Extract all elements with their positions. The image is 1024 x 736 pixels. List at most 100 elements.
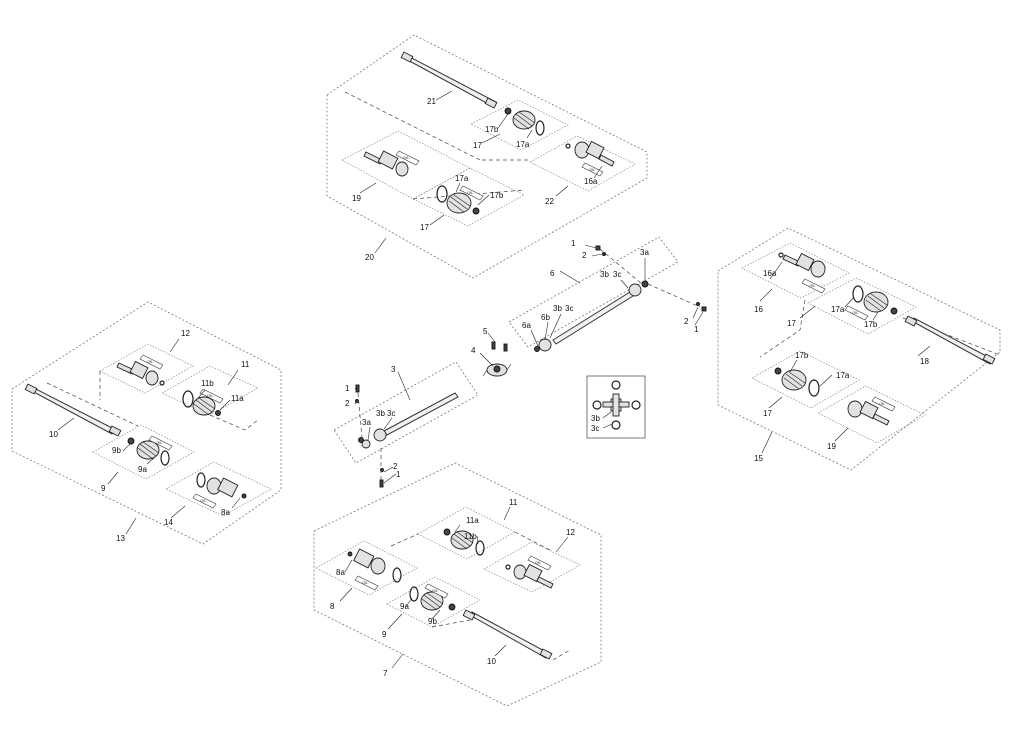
oil-tag: OIL: [432, 588, 439, 593]
group-13-front-left-axle-assembly: OIL OIL OIL OIL: [11, 301, 282, 545]
label-11: 11: [241, 360, 250, 369]
label-2: 2: [582, 251, 587, 260]
legend-label-3b: 3b: [591, 414, 600, 423]
label-2: 2: [684, 317, 689, 326]
label-2: 2: [393, 462, 398, 471]
label-16a: 16a: [763, 269, 777, 278]
oil-tag: OIL: [809, 283, 816, 288]
label-17: 17: [787, 319, 796, 328]
label-3b: 3b: [376, 409, 385, 418]
group-15-front-right-axle-assembly: OIL OIL OIL: [717, 227, 1001, 471]
legend-label-3c: 3c: [591, 424, 599, 433]
label-7: 7: [383, 669, 388, 678]
bolt-washer-right: [647, 283, 707, 312]
label-19: 19: [352, 194, 361, 203]
label-3: 3: [391, 365, 396, 374]
boot-kit-17-right-upper: OIL: [844, 285, 898, 321]
label-17b: 17b: [485, 125, 499, 134]
label-17: 17: [420, 223, 429, 232]
axle-shaft-21: [400, 51, 498, 109]
label-9: 9: [382, 630, 387, 639]
label-6a: 6a: [522, 321, 531, 330]
label-3c: 3c: [387, 409, 395, 418]
group-20-rear-axle-assembly: OIL OIL OIL: [326, 34, 648, 279]
cv-joint-12-left: OIL: [116, 354, 165, 386]
label-8a: 8a: [336, 568, 345, 577]
label-19: 19: [827, 442, 836, 451]
bolts-5: [491, 341, 508, 352]
label-17: 17: [473, 141, 482, 150]
cv-joint-19-upper: OIL: [363, 150, 420, 177]
label-11: 11: [509, 498, 518, 507]
rear-propeller-shaft-3: [358, 392, 459, 449]
label-3a: 3a: [640, 248, 649, 257]
label-1: 1: [345, 384, 350, 393]
label-9a: 9a: [400, 602, 409, 611]
boot-kit-11-bottom: [443, 528, 485, 556]
label-4: 4: [471, 346, 476, 355]
label-22: 22: [545, 197, 554, 206]
boot-kit-11-left: OIL: [182, 388, 224, 416]
label-16: 16: [754, 305, 763, 314]
cv-joint-14-left: OIL: [192, 472, 247, 509]
center-bearing-4: [482, 363, 512, 377]
label-8: 8: [330, 602, 335, 611]
bolt-washer-left: [355, 384, 363, 439]
front-propeller-shaft-6: [534, 280, 649, 352]
boot-kit-17-lower: OIL: [436, 185, 484, 215]
label-17a: 17a: [516, 140, 530, 149]
group-7-front-left-axle-assembly-bottom: OIL OIL OIL: [313, 462, 602, 707]
label-11a: 11a: [231, 394, 244, 403]
propeller-shaft-group-3-6: [333, 236, 707, 488]
legend-universal-joint: [586, 375, 646, 439]
label-6b: 6b: [541, 313, 550, 322]
oil-tag: OIL: [156, 440, 163, 445]
label-17b: 17b: [490, 191, 504, 200]
label-11a: 11a: [466, 516, 479, 525]
label-3b: 3b: [553, 304, 562, 313]
oil-tag: OIL: [200, 498, 207, 503]
oil-tag: OIL: [879, 401, 886, 406]
label-17b: 17b: [864, 320, 878, 329]
label-15: 15: [754, 454, 763, 463]
cv-joint-22: OIL: [565, 140, 615, 177]
axle-shaft-10-bottom: [462, 609, 553, 660]
label-9b: 9b: [112, 446, 121, 455]
label-1: 1: [694, 325, 699, 334]
label-1: 1: [571, 239, 576, 248]
cv-joint-16: OIL: [778, 252, 826, 294]
boot-kit-9-bottom: OIL: [409, 583, 456, 611]
label-9: 9: [101, 484, 106, 493]
cv-joint-19-right: OIL: [847, 396, 896, 426]
label-17a: 17a: [836, 371, 850, 380]
boot-kit-9-left: OIL: [127, 435, 173, 466]
axle-shaft-18: [904, 315, 996, 365]
label-6: 6: [550, 269, 555, 278]
label-20: 20: [365, 253, 374, 262]
oil-tag: OIL: [362, 580, 369, 585]
label-1: 1: [396, 470, 401, 479]
label-10: 10: [49, 430, 58, 439]
label-9b: 9b: [428, 617, 437, 626]
label-14: 14: [164, 518, 173, 527]
cv-joint-8: OIL: [347, 548, 402, 591]
oil-tag: OIL: [403, 155, 410, 160]
label-10: 10: [487, 657, 496, 666]
label-9a: 9a: [138, 465, 147, 474]
boot-kit-17-upper: [504, 107, 545, 136]
label-21: 21: [427, 97, 436, 106]
label-2: 2: [345, 399, 350, 408]
label-11b: 11b: [201, 379, 214, 388]
label-17b: 17b: [795, 351, 809, 360]
label-18: 18: [920, 357, 929, 366]
label-11b: 11b: [464, 532, 477, 541]
label-13: 13: [116, 534, 125, 543]
label-12: 12: [181, 329, 190, 338]
label-3b: 3b: [600, 270, 609, 279]
oil-tag: OIL: [852, 310, 859, 315]
label-12: 12: [566, 528, 575, 537]
part-labels: 21 17b 17 17a 16a 19 17a 17b 17 22 20 1 …: [49, 97, 929, 678]
oil-tag: OIL: [147, 359, 154, 364]
cv-joint-12-bottom: OIL: [505, 555, 554, 589]
axle-shaft-10-left: [24, 383, 122, 437]
